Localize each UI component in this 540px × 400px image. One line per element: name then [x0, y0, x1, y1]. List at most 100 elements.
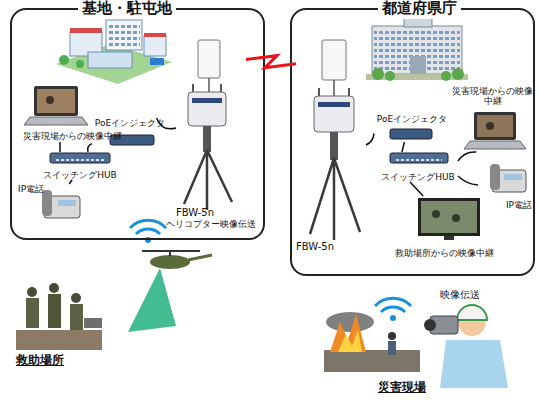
- group-title: 都道府県庁: [378, 0, 461, 19]
- hub-device: スイッチングHUB: [378, 152, 458, 182]
- antenna-stub: [348, 88, 350, 96]
- rotor-mast: [169, 251, 171, 256]
- device-label: スイッチングHUB: [378, 172, 458, 182]
- tv-image: [421, 201, 477, 233]
- wifi-arc: [136, 229, 160, 234]
- site-group: 基地・駐屯地FBW-5nPoEインジェクタ災害現場からの映像中継スイッチングHU…: [10, 8, 265, 240]
- device-label: IP電話: [18, 184, 44, 194]
- camera-operator: [424, 305, 508, 388]
- antenna-tripod: [310, 40, 360, 240]
- laptop-device: 災害現場からの映像中継: [452, 86, 533, 152]
- hub-ports: [396, 159, 442, 161]
- wifi-dot: [390, 315, 396, 321]
- switching-hub: [390, 153, 448, 163]
- unit-band: [318, 102, 350, 107]
- pool: [150, 58, 164, 65]
- building: [372, 26, 462, 74]
- laptop-base: [24, 117, 88, 125]
- cable-line: [69, 180, 72, 184]
- radio-device: FBW-5n: [176, 38, 246, 218]
- base-buildings: [56, 20, 172, 84]
- operator-body: [440, 340, 508, 388]
- soldier-head: [27, 287, 37, 297]
- antenna-stub: [318, 88, 320, 96]
- tripod-legs: [184, 150, 232, 210]
- office-building: [366, 14, 468, 81]
- panel-antenna: [198, 40, 220, 78]
- tree: [372, 68, 384, 80]
- radio-unit: [188, 92, 226, 126]
- laptop-base: [464, 141, 526, 149]
- phone-device: IP電話: [478, 160, 532, 210]
- video-figure: [452, 214, 460, 222]
- radio-unit: [314, 96, 354, 132]
- flame: [338, 330, 362, 352]
- tree: [441, 71, 451, 81]
- tail: [188, 255, 212, 260]
- place-label: 災害現場: [378, 380, 426, 394]
- person-body: [388, 341, 396, 355]
- tree: [76, 60, 84, 68]
- cable-line: [366, 134, 374, 145]
- cable-line: [157, 118, 176, 129]
- wifi-dot: [145, 237, 151, 243]
- device-label: スイッチングHUB: [40, 170, 120, 180]
- soldier-body: [70, 304, 83, 330]
- building: [88, 52, 132, 68]
- antenna-stub: [192, 84, 194, 92]
- laptop-screen: [34, 86, 78, 116]
- soldier-body: [26, 298, 39, 328]
- device-label: FBW-5n: [296, 241, 334, 253]
- wifi-arc: [381, 307, 405, 312]
- device-label: 災害現場からの映像中継: [22, 132, 122, 142]
- hub-ports: [56, 159, 104, 161]
- wifi-arc: [130, 220, 166, 228]
- tv-stand: [444, 236, 454, 240]
- building: [144, 36, 166, 56]
- unit-band: [192, 98, 222, 103]
- flame: [330, 314, 366, 352]
- site-group: 都道府県庁FBW-5nPoEインジェクタ災害現場からの映像中継スイッチングHUB…: [290, 8, 535, 276]
- phone-display: [58, 200, 76, 206]
- cable: [333, 80, 335, 96]
- device-label: 災害現場からの映像中継: [452, 86, 533, 107]
- video-figure: [432, 210, 440, 218]
- cable-line: [59, 142, 61, 152]
- disaster-scene: [324, 312, 420, 372]
- fuselage: [150, 255, 190, 269]
- roof: [144, 33, 166, 37]
- device-label: IP電話: [506, 200, 532, 210]
- helmet: [457, 305, 487, 320]
- helicopter: [128, 251, 212, 332]
- entrance: [410, 56, 426, 74]
- handset: [490, 164, 500, 190]
- video-image: [37, 89, 75, 113]
- cable: [208, 78, 210, 92]
- tree: [385, 71, 395, 81]
- place-label: 救助場所: [16, 353, 64, 367]
- poe-injector: [390, 129, 432, 139]
- tree: [59, 55, 69, 65]
- wireless-link: [246, 56, 296, 68]
- tripod-head: [203, 126, 211, 152]
- smoke: [326, 312, 374, 332]
- left-devices: [24, 86, 154, 218]
- laptop-screen: [474, 112, 516, 140]
- group-title: 基地・駐屯地: [78, 0, 176, 19]
- cable-line: [88, 144, 92, 152]
- antenna-tripod: [184, 40, 232, 210]
- poe-device: PoEインジェクタ: [374, 114, 450, 142]
- windows: [108, 22, 140, 48]
- cable-line: [458, 176, 478, 185]
- panel-antenna: [322, 40, 346, 80]
- phone-display: [504, 174, 522, 180]
- device-label: PoEインジェクタ: [92, 118, 168, 128]
- switching-hub: [50, 153, 110, 163]
- tripod-head: [330, 132, 338, 160]
- radio-device: FBW-5n: [296, 38, 366, 252]
- person-head: [388, 332, 396, 340]
- hub-device: スイッチングHUB: [40, 152, 120, 180]
- building: [106, 20, 142, 50]
- video-figure: [46, 96, 54, 104]
